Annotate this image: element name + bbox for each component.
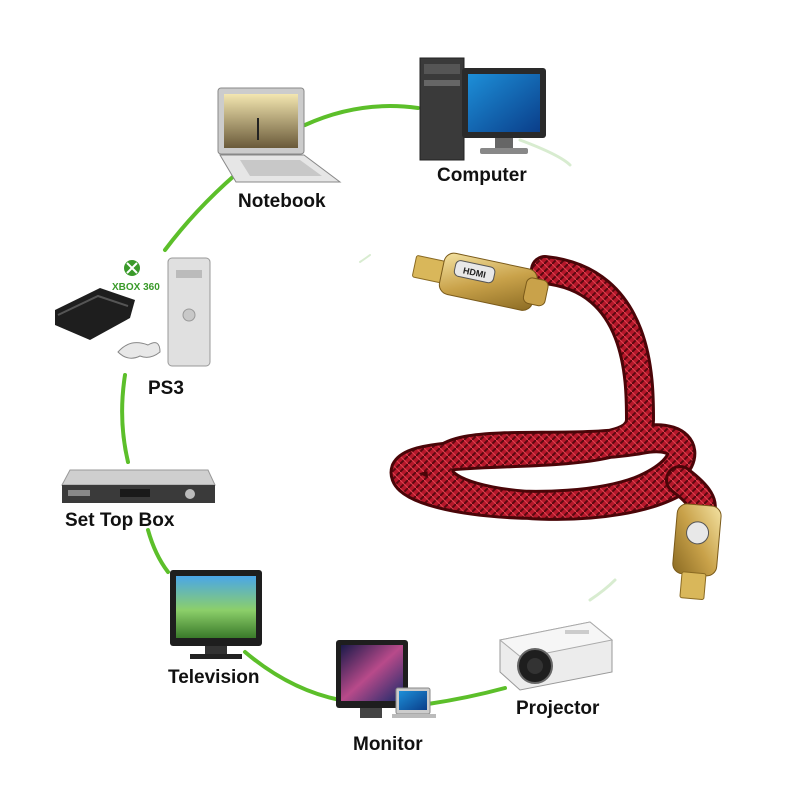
set-top-box-icon	[61, 469, 216, 503]
label-computer: Computer	[437, 165, 527, 186]
cable-jacket	[389, 255, 717, 527]
game-console-icon	[55, 257, 211, 367]
ring-segment-television-monitor	[243, 650, 342, 702]
laptop-icon	[217, 87, 342, 183]
television-icon	[170, 570, 262, 659]
label-ps3: PS3	[148, 378, 184, 399]
hdmi-plug-bottom	[672, 503, 722, 601]
hdmi-plug-top: HDMI	[412, 252, 549, 311]
connector-logo-top: HDMI	[462, 265, 487, 280]
ring-segment-ps3-settopbox	[120, 373, 130, 464]
connection-ring	[120, 104, 617, 706]
ring-segment-monitor-projector	[426, 686, 507, 706]
desktop-computer-icon	[419, 57, 546, 161]
ring-segment-top-fade	[359, 254, 371, 263]
label-projector: Projector	[516, 698, 600, 719]
ring-segment-projector-fade	[588, 578, 617, 602]
ring-segment-settopbox-television	[146, 528, 170, 574]
device-labels: Computer Notebook PS3 Set Top Box Televi…	[65, 165, 600, 755]
ring-segment-notebook-ps3	[163, 173, 237, 252]
projector-icon	[498, 621, 614, 691]
ring-segment-computer-fade	[518, 138, 572, 167]
label-monitor: Monitor	[353, 734, 423, 755]
hdmi-cable: HDMI	[389, 252, 722, 601]
label-notebook: Notebook	[238, 191, 326, 212]
label-television: Television	[168, 667, 260, 688]
monitor-icon	[336, 640, 436, 718]
xbox-badge: XBOX 360	[112, 282, 160, 293]
label-set-top-box: Set Top Box	[65, 510, 175, 531]
ring-segment-notebook-computer	[303, 104, 420, 127]
